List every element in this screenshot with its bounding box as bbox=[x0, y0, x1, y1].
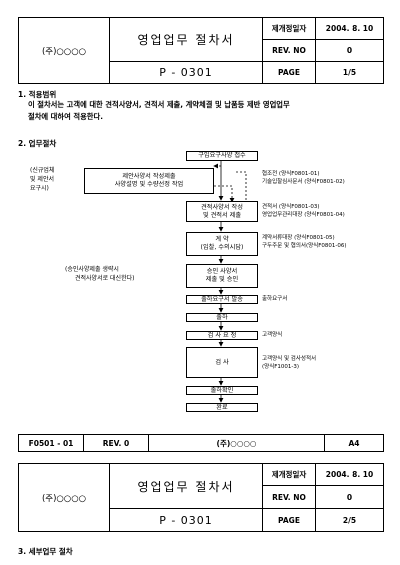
right-note-r2b: 영업업무관리대장 (양식F0801-04) bbox=[262, 212, 345, 218]
right-note-forms-4: 출하요구서 bbox=[262, 296, 288, 302]
page-value: 1/5 bbox=[315, 61, 384, 84]
step-approval-line2: 제출 및 승인 bbox=[205, 276, 239, 283]
page-value-page2: 2/5 bbox=[315, 508, 384, 532]
left-note-proposal-line2: 및 제안서 bbox=[30, 176, 54, 183]
document-number-page2: P - 0301 bbox=[109, 508, 263, 532]
footer-paper-size: A4 bbox=[324, 434, 384, 452]
left-note-approval: (승인사양제출 생략시 견적사양서로 대신한다) bbox=[65, 265, 134, 283]
step-proposal-spec: 제안사양서 작성제출 사양설명 및 수량선정 작업 bbox=[84, 168, 214, 194]
step-quotation: 견적사양서 작성 및 견적서 제출 bbox=[186, 201, 258, 222]
section1-line1: 이 절차서는 고객에 대한 견적사양서, 견적서 제출, 계약체결 및 납품등 … bbox=[28, 100, 290, 109]
step-contract-line2: (입찰, 수의시담) bbox=[200, 244, 244, 251]
footer-revision: REV. 0 bbox=[83, 434, 149, 452]
step-contract: 계 약 (입찰, 수의시담) bbox=[186, 232, 258, 256]
step-approval-line1: 승인 사양서 bbox=[206, 268, 238, 275]
step-quotation-line2: 및 견적서 제출 bbox=[202, 211, 242, 219]
right-note-r3a: 계약서류대장 (양식F0801-05) bbox=[262, 235, 335, 241]
step-complete: 완료 bbox=[186, 403, 258, 412]
step-receive-spec: 구입요구사양 접수 bbox=[186, 151, 258, 161]
right-note-r3b: 구두주문 및 협의서(양식F0801-06) bbox=[262, 243, 347, 249]
right-note-r6a: 고객양식 및 검사성적서 bbox=[262, 356, 317, 362]
right-note-r2a: 견적서 (양식F0801-03) bbox=[262, 204, 320, 210]
page-label-page2: PAGE bbox=[262, 508, 316, 532]
step-proposal-line1: 제안사양서 작성제출 bbox=[122, 173, 176, 180]
right-note-forms-3: 계약서류대장 (양식F0801-05) 구두주문 및 협의서(양식F0801-0… bbox=[262, 234, 347, 250]
date-value-page2: 2004. 8. 10 bbox=[315, 463, 384, 486]
section1-heading: 1. 적용범위 bbox=[18, 90, 57, 99]
section2-heading: 2. 업무절차 bbox=[18, 139, 57, 148]
left-note-proposal: (신규업체 및 제안서 요구시) bbox=[30, 166, 54, 193]
left-note-approval-line2: 견적사양서로 대신한다) bbox=[75, 275, 135, 282]
header-table-page1: (주)○○○○ 영업업무 절차서 제개정일자 2004. 8. 10 REV. … bbox=[18, 17, 384, 84]
left-note-approval-line1: (승인사양제출 생략시 bbox=[65, 266, 119, 273]
step-inspection-request: 검 사 요 청 bbox=[186, 331, 258, 340]
step-quotation-line1: 견적사양서 작성 bbox=[201, 203, 243, 211]
right-note-r1b: 기술입찰심사문서 (양식F0801-02) bbox=[262, 179, 345, 185]
step-proposal-line2: 사양설명 및 수량선정 작업 bbox=[114, 181, 184, 188]
header-table-page2: (주)○○○○ 영업업무 절차서 제개정일자 2004. 8. 10 REV. … bbox=[18, 463, 384, 532]
step-shipment: 출하 bbox=[186, 313, 258, 322]
company-name: (주)○○○○ bbox=[18, 17, 110, 84]
flowchart-connectors bbox=[213, 161, 247, 403]
step-shipment-request: 출하요구서 발송 bbox=[186, 295, 258, 304]
footer-form-number: F0501 - 01 bbox=[18, 434, 84, 452]
right-note-forms-6: 고객양식 및 검사성적서 (양식F1001-3) bbox=[262, 355, 316, 371]
right-note-r6b: (양식F1001-3) bbox=[262, 364, 300, 370]
section1-line2: 절차에 대하여 적용한다. bbox=[28, 112, 103, 121]
left-note-proposal-line1: (신규업체 bbox=[30, 167, 55, 174]
section3-heading: 3. 세부업무 절차 bbox=[18, 547, 73, 556]
footer-company: (주)○○○○ bbox=[148, 434, 325, 452]
right-note-r1a: 협조전 (양식F0801-01) bbox=[262, 171, 320, 177]
left-note-proposal-line3: 요구시) bbox=[30, 185, 49, 192]
page-footer: F0501 - 01 REV. 0 (주)○○○○ A4 bbox=[18, 434, 384, 452]
right-note-forms-5: 고객양식 bbox=[262, 332, 283, 338]
step-approval-spec: 승인 사양서 제출 및 승인 bbox=[186, 264, 258, 288]
document-title-page2: 영업업무 절차서 bbox=[109, 463, 263, 509]
right-note-forms-2: 견적서 (양식F0801-03) 영업업무관리대장 (양식F0801-04) bbox=[262, 203, 345, 219]
section1-paragraph: 이 절차서는 고객에 대한 견적사양서, 견적서 제출, 계약체결 및 납품등 … bbox=[28, 99, 392, 123]
step-shipment-confirm: 출하확인 bbox=[186, 386, 258, 395]
rev-value-page2: 0 bbox=[315, 485, 384, 509]
company-name-page2: (주)○○○○ bbox=[18, 463, 110, 532]
right-note-forms-1: 협조전 (양식F0801-01) 기술입찰심사문서 (양식F0801-02) bbox=[262, 170, 345, 186]
date-label-page2: 제개정일자 bbox=[262, 463, 316, 486]
step-inspection: 검 사 bbox=[186, 347, 258, 378]
step-contract-line1: 계 약 bbox=[215, 236, 229, 243]
rev-label-page2: REV. NO bbox=[262, 485, 316, 509]
